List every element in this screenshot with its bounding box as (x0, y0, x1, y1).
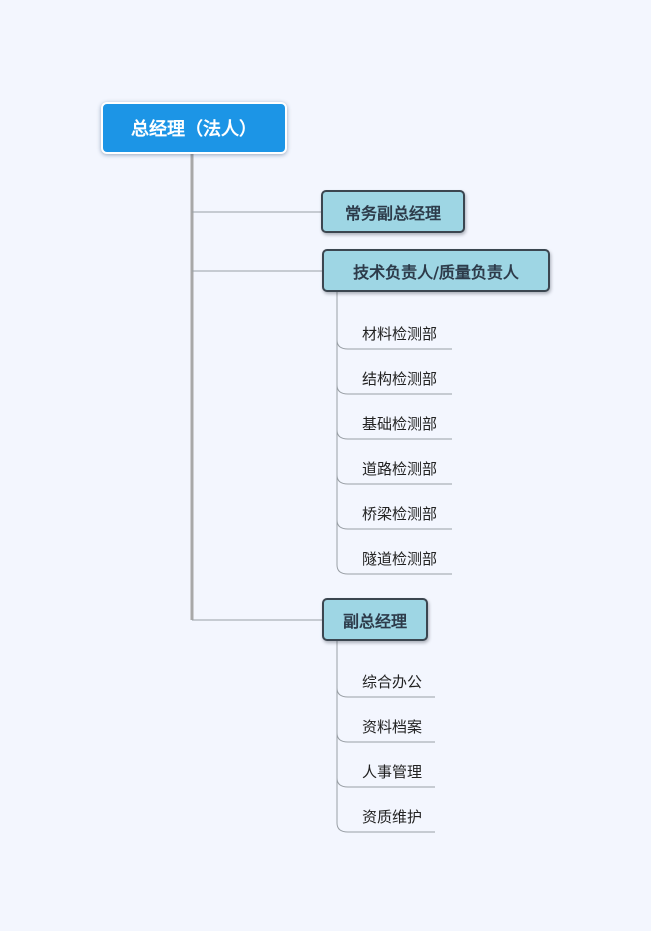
leaf-node-road-testing[interactable]: 道路检测部 (362, 460, 438, 478)
leaf-node-foundation-testing[interactable]: 基础检测部 (362, 415, 438, 433)
leaf-node-qualification-maintenance[interactable]: 资质维护 (362, 808, 423, 826)
branch-node-label: 常务副总经理 (344, 203, 441, 223)
leaf-node-records-archive[interactable]: 资料档案 (362, 718, 423, 736)
root-node-label: 总经理（法人） (131, 119, 257, 140)
branch-node-deputy-gm[interactable]: 副总经理 (322, 598, 428, 641)
leaf-node-materials-testing[interactable]: 材料检测部 (362, 325, 438, 343)
branch-node-label: 技术负责人/质量负责人 (353, 262, 519, 282)
leaf-node-hr-management[interactable]: 人事管理 (362, 763, 423, 781)
leaf-node-general-office[interactable]: 综合办公 (362, 673, 423, 691)
branch-node-technical-quality-lead[interactable]: 技术负责人/质量负责人 (322, 249, 550, 292)
branch-2-children-connectors (336, 292, 452, 575)
leaf-node-tunnel-testing[interactable]: 隧道检测部 (362, 550, 438, 568)
branch-node-label: 副总经理 (342, 611, 407, 631)
branch-node-executive-deputy-gm[interactable]: 常务副总经理 (321, 190, 465, 233)
branch-3-children-connectors (336, 641, 435, 833)
leaf-node-structural-testing[interactable]: 结构检测部 (362, 370, 438, 388)
root-node-general-manager[interactable]: 总经理（法人） (101, 102, 287, 154)
leaf-node-bridge-testing[interactable]: 桥梁检测部 (362, 505, 438, 523)
